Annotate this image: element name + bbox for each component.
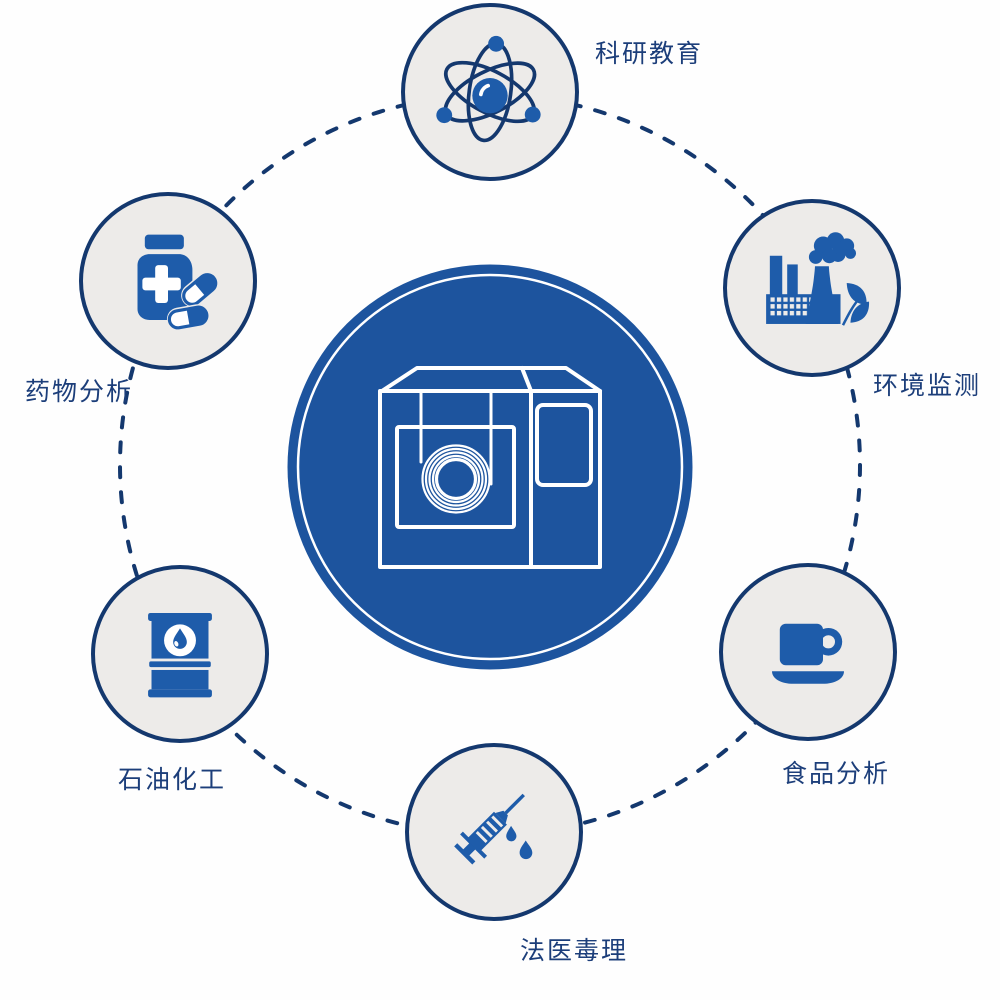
- node-environment: [723, 199, 901, 377]
- gc-instrument-icon: [287, 264, 693, 670]
- node-food: [719, 563, 897, 741]
- factory-icon: [766, 232, 870, 326]
- label-forensic: 法医毒理: [520, 937, 629, 965]
- label-food: 食品分析: [782, 760, 891, 788]
- node-petrochemical: [91, 565, 269, 743]
- atom-icon: [436, 35, 541, 143]
- node-forensic: [405, 743, 583, 921]
- label-environment: 环境监测: [873, 372, 982, 400]
- label-pharma: 药物分析: [25, 378, 134, 406]
- oil-barrel-icon: [148, 612, 212, 698]
- syringe-icon: [454, 793, 533, 865]
- medicine-bottle-icon: [137, 234, 219, 331]
- label-petrochemical: 石油化工: [118, 766, 227, 794]
- coffee-cup-icon: [772, 623, 844, 684]
- node-pharma: [79, 192, 257, 370]
- node-research: [401, 3, 579, 181]
- center-node: [285, 262, 695, 672]
- label-research: 科研教育: [595, 40, 704, 68]
